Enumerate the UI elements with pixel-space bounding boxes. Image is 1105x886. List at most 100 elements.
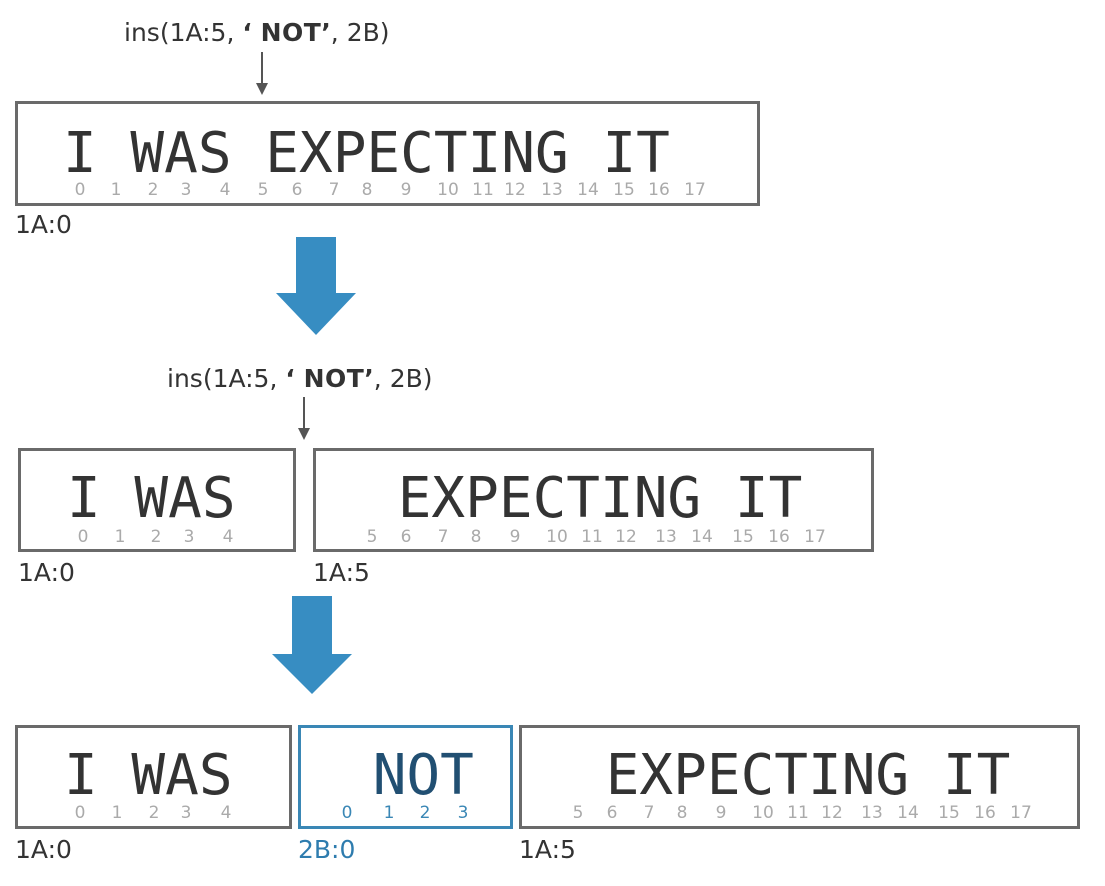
operation-caption-top: ins(1A:5, ‘ NOT’, 2B) [124, 20, 390, 45]
index-10: 10 [437, 180, 459, 200]
index-14: 14 [577, 180, 599, 200]
index-10: 10 [752, 803, 774, 823]
piece-1a-0-full: I WAS EXPECTING IT 0 1 2 3 4 5 6 7 8 9 1… [15, 101, 760, 206]
index-6: 6 [400, 527, 412, 547]
index-16: 16 [974, 803, 996, 823]
index-0: 0 [74, 180, 86, 200]
index-9: 9 [509, 527, 521, 547]
index-6: 6 [291, 180, 303, 200]
index-3: 3 [183, 527, 195, 547]
insertion-pointer-line [303, 397, 305, 429]
index-7: 7 [328, 180, 340, 200]
index-17: 17 [1010, 803, 1032, 823]
piece-label-1a-5: 1A:5 [519, 835, 576, 864]
index-2: 2 [150, 527, 162, 547]
piece-text: EXPECTING IT [572, 743, 1011, 808]
index-4: 4 [220, 803, 232, 823]
arrow-shape [272, 596, 352, 694]
caption-quote-open: ‘ [285, 364, 304, 393]
index-13: 13 [655, 527, 677, 547]
caption-inserted-text: NOT [303, 364, 365, 393]
caption-inserted-text: NOT [260, 18, 322, 47]
transition-arrow-2 [272, 596, 352, 694]
arrow-shape [276, 237, 356, 335]
index-17: 17 [684, 180, 706, 200]
index-13: 13 [541, 180, 563, 200]
index-17: 17 [804, 527, 826, 547]
index-2: 2 [147, 180, 159, 200]
index-6: 6 [606, 803, 618, 823]
operation-caption-middle: ins(1A:5, ‘ NOT’, 2B) [167, 366, 433, 391]
index-9: 9 [715, 803, 727, 823]
caption-prefix: ins(1A:5, [124, 18, 243, 47]
index-5: 5 [366, 527, 378, 547]
index-11: 11 [787, 803, 809, 823]
piece-label-2b-0: 2B:0 [298, 835, 356, 864]
piece-text: EXPECTING IT [364, 466, 803, 531]
index-9: 9 [400, 180, 412, 200]
insertion-pointer-arrowhead [256, 83, 268, 95]
index-row: 0 1 2 3 4 [18, 805, 289, 825]
piece-text: I WAS EXPECTING IT [63, 121, 670, 186]
index-12: 12 [504, 180, 526, 200]
index-7: 7 [437, 527, 449, 547]
piece-1a-5-right: EXPECTING IT 5 6 7 8 9 10 11 12 13 14 15… [519, 725, 1080, 829]
piece-text: I WAS [64, 743, 233, 808]
index-row: 0 1 2 3 [301, 805, 510, 825]
piece-label-1a-5: 1A:5 [313, 558, 370, 587]
index-row: 0 1 2 3 4 5 6 7 8 9 10 11 12 13 14 15 16… [18, 182, 757, 202]
index-16: 16 [648, 180, 670, 200]
index-0: 0 [74, 803, 86, 823]
piece-label-1a-0: 1A:0 [15, 210, 72, 239]
index-4: 4 [222, 527, 234, 547]
index-0: 0 [77, 527, 89, 547]
index-13: 13 [861, 803, 883, 823]
index-12: 12 [821, 803, 843, 823]
piece-1a-0-left: I WAS 0 1 2 3 4 [18, 448, 296, 552]
piece-2b-0-inserted: NOT 0 1 2 3 [298, 725, 513, 829]
index-1: 1 [383, 803, 395, 823]
index-5: 5 [257, 180, 269, 200]
index-row: 5 6 7 8 9 10 11 12 13 14 15 16 17 [522, 805, 1077, 825]
piece-label-1a-0: 1A:0 [15, 835, 72, 864]
piece-text: I WAS [67, 466, 236, 531]
caption-quote-close: ’ [364, 364, 374, 393]
index-1: 1 [111, 803, 123, 823]
index-16: 16 [768, 527, 790, 547]
caption-prefix: ins(1A:5, [167, 364, 286, 393]
index-10: 10 [546, 527, 568, 547]
index-2: 2 [148, 803, 160, 823]
index-3: 3 [180, 180, 192, 200]
insertion-pointer-arrowhead [298, 428, 310, 440]
index-8: 8 [361, 180, 373, 200]
caption-suffix: , 2B) [330, 18, 390, 47]
index-14: 14 [691, 527, 713, 547]
index-15: 15 [613, 180, 635, 200]
index-2: 2 [419, 803, 431, 823]
piece-text: NOT [339, 743, 474, 808]
index-1: 1 [114, 527, 126, 547]
transition-arrow-1 [276, 237, 356, 335]
index-11: 11 [581, 527, 603, 547]
index-12: 12 [615, 527, 637, 547]
index-row: 0 1 2 3 4 [21, 529, 293, 549]
caption-quote-open: ‘ [242, 18, 261, 47]
index-row: 5 6 7 8 9 10 11 12 13 14 15 16 17 [316, 529, 871, 549]
caption-quote-close: ’ [321, 18, 331, 47]
piece-label-1a-0: 1A:0 [18, 558, 75, 587]
piece-1a-0-left: I WAS 0 1 2 3 4 [15, 725, 292, 829]
index-1: 1 [110, 180, 122, 200]
index-8: 8 [470, 527, 482, 547]
piece-1a-5-right: EXPECTING IT 5 6 7 8 9 10 11 12 13 14 15… [313, 448, 874, 552]
index-15: 15 [938, 803, 960, 823]
index-7: 7 [643, 803, 655, 823]
index-4: 4 [219, 180, 231, 200]
index-3: 3 [180, 803, 192, 823]
index-15: 15 [732, 527, 754, 547]
index-3: 3 [457, 803, 469, 823]
index-5: 5 [572, 803, 584, 823]
caption-suffix: , 2B) [373, 364, 433, 393]
index-11: 11 [472, 180, 494, 200]
index-14: 14 [897, 803, 919, 823]
index-8: 8 [676, 803, 688, 823]
